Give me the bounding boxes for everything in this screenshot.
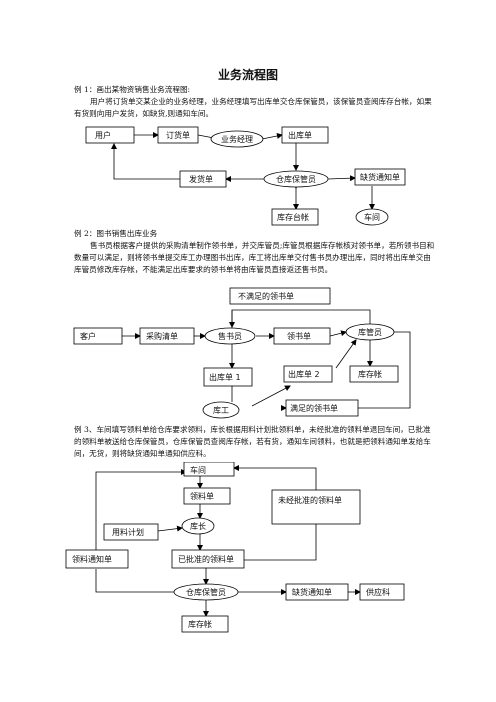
svg-text:业务经理: 业务经理 — [221, 134, 253, 144]
ex3-node-approved: 已批准的领料单 — [171, 549, 245, 569]
ex3-node-requisition: 领料单 — [183, 487, 231, 505]
svg-text:仓库保管员: 仓库保管员 — [186, 587, 226, 597]
svg-text:出库单: 出库单 — [288, 130, 312, 140]
svg-text:满足的领书单: 满足的领书单 — [290, 403, 338, 413]
svg-text:订货单: 订货单 — [166, 130, 190, 140]
svg-text:领料通知单: 领料通知单 — [72, 554, 112, 564]
svg-text:已批准的领料单: 已批准的领料单 — [178, 554, 234, 564]
ex3-node-keeper: 仓库保管员 — [173, 583, 239, 601]
example3-text: 例 3、车间填写领料单给仓库要求领料，库长根据用料计划批领料单，未经批准的领料单… — [74, 425, 431, 459]
svg-text:用户: 用户 — [95, 130, 111, 140]
ex2-node-ledger: 库存帐 — [349, 365, 399, 383]
ex1-node-outbound: 出库单 — [281, 126, 329, 144]
example3-flowchart: 车间 领料单 未经批准的领料单 用料计划 库长 领料通知单 已批准的领料单 仓库… — [65, 462, 405, 633]
ex2-node-seller: 售书员 — [204, 327, 256, 345]
svg-text:领料单: 领料单 — [190, 491, 214, 501]
page-title: 业务流程图 — [217, 68, 278, 82]
ex1-node-manager: 业务经理 — [210, 130, 264, 148]
svg-text:车间: 车间 — [364, 212, 380, 222]
svg-text:供应科: 供应科 — [366, 587, 390, 597]
ex3-node-notice: 领料通知单 — [65, 549, 129, 569]
ex2-node-unmet: 不满足的领书单 — [229, 287, 331, 305]
example1-flowchart: 用户 订货单 业务经理 出库单 发货单 仓库保管员 缺货通知单 库存台帐 车间 — [85, 126, 406, 226]
example2-flowchart: 不满足的领书单 客户 采购清单 售书员 领书单 库管员 出库单 1 出库单 2 … — [73, 287, 411, 419]
ex1-node-ledger: 库存台帐 — [271, 208, 319, 226]
ex3-node-unapproved: 未经批准的领料单 — [271, 489, 361, 525]
svg-text:未经批准的领料单: 未经批准的领料单 — [278, 495, 342, 505]
ex2-node-request: 领书单 — [273, 327, 331, 345]
ex1-node-workshop: 车间 — [355, 208, 389, 226]
example2-heading: 例 2：图书销售出库业务 — [74, 229, 158, 238]
svg-text:采购清单: 采购清单 — [146, 331, 178, 341]
example1-text: 例 1：画出某物资销售业务流程图:用户将订货单交某企业的业务经理，业务经理填写出… — [74, 85, 432, 119]
ex3-node-workshop: 车间 — [183, 462, 235, 477]
svg-text:库存帐: 库存帐 — [358, 369, 382, 379]
svg-text:库长: 库长 — [190, 521, 206, 531]
svg-text:出库单 2: 出库单 2 — [288, 369, 320, 379]
ex3-node-supply: 供应科 — [359, 583, 405, 601]
svg-text:仓库保管员: 仓库保管员 — [276, 174, 316, 184]
ex2-node-out1: 出库单 1 — [203, 367, 253, 387]
ex2-node-met: 满足的领书单 — [285, 399, 359, 417]
ex1-node-keeper: 仓库保管员 — [263, 170, 329, 188]
ex3-node-director: 库长 — [181, 517, 215, 535]
svg-text:领书单: 领书单 — [287, 331, 311, 341]
svg-text:客户: 客户 — [80, 331, 96, 341]
ex1-node-user: 用户 — [85, 126, 135, 144]
svg-text:不满足的领书单: 不满足的领书单 — [238, 291, 294, 301]
svg-text:库存帐: 库存帐 — [188, 619, 212, 629]
ex2-node-purchase: 采购清单 — [139, 327, 195, 345]
ex1-node-order: 订货单 — [157, 126, 199, 144]
svg-text:出库单 1: 出库单 1 — [209, 372, 241, 382]
example2-text: 售书员根据客户提供的采购清单制作领书单，并交库管员;库管员根据库存帐核对领书单，… — [74, 241, 435, 275]
ex3-node-plan: 用料计划 — [103, 523, 159, 541]
ex2-node-keeper: 库管员 — [345, 323, 395, 341]
svg-text:售书员: 售书员 — [218, 331, 242, 341]
ex2-node-worker: 库工 — [202, 401, 240, 419]
ex3-node-shortage: 缺货通知单 — [285, 583, 349, 601]
svg-text:库工: 库工 — [213, 405, 229, 415]
ex2-node-out2: 出库单 2 — [283, 365, 333, 383]
svg-text:车间: 车间 — [190, 465, 206, 475]
ex1-node-shipping: 发货单 — [179, 170, 227, 188]
svg-text:发货单: 发货单 — [189, 174, 213, 184]
ex1-node-shortage: 缺货通知单 — [354, 168, 406, 186]
ex2-node-customer: 客户 — [73, 327, 123, 345]
svg-text:库管员: 库管员 — [358, 327, 382, 337]
svg-text:缺货通知单: 缺货通知单 — [360, 172, 400, 182]
svg-text:缺货通知单: 缺货通知单 — [292, 587, 332, 597]
ex3-node-ledger: 库存帐 — [181, 615, 229, 633]
svg-text:库存台帐: 库存台帐 — [277, 212, 309, 222]
svg-text:用料计划: 用料计划 — [112, 527, 144, 537]
